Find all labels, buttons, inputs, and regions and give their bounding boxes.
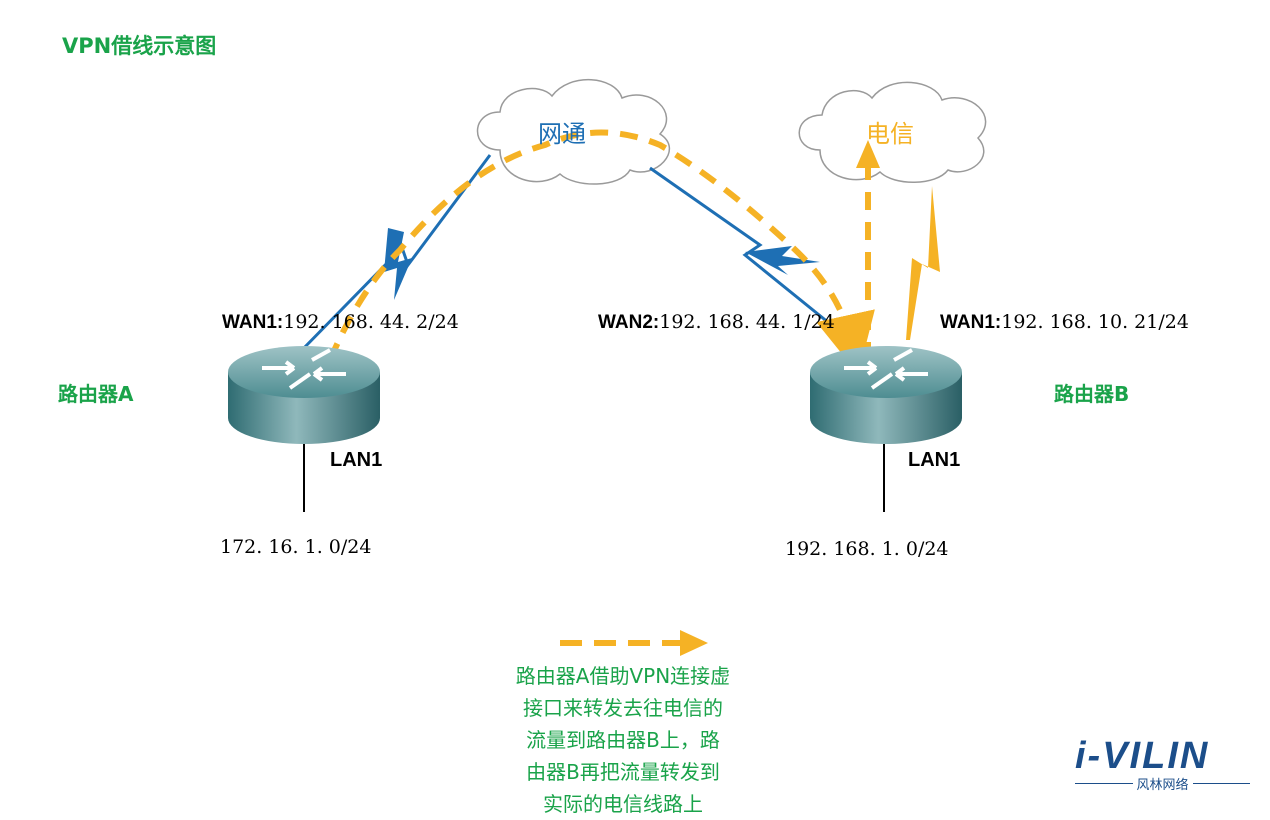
router-b-wan2-label: WAN2:	[598, 312, 660, 333]
legend-line-2: 接口来转发去往电信的	[523, 696, 723, 720]
router-a-wan1-label: WAN1:	[222, 312, 284, 333]
wangtong-cloud	[476, 79, 671, 185]
legend-line-5: 实际的电信线路上	[543, 792, 703, 816]
router-a-lan-net: 172. 16. 1. 0/24	[220, 536, 372, 558]
lightning-bolt-a-icon	[384, 228, 412, 300]
logo-sub-text: 风林网络	[1136, 778, 1189, 793]
wangtong-label: 网通	[538, 120, 586, 148]
lightning-bolt-b-icon	[745, 246, 820, 275]
logo-main-text: i-VILIN	[1075, 735, 1210, 777]
legend-line-3: 流量到路由器B上，路	[526, 728, 720, 752]
router-b-icon	[810, 346, 962, 444]
dianxin-cloud	[798, 81, 987, 183]
legend-line-1: 路由器A借助VPN连接虚	[515, 664, 731, 688]
router-b-lan-label: LAN1	[908, 449, 961, 471]
router-a-wan1-ip: 192. 168. 44. 2/24	[283, 311, 459, 333]
router-b-wan1: WAN1:192. 168. 10. 21/24	[940, 311, 1189, 334]
router-a-lan-label: LAN1	[330, 449, 383, 471]
router-b-wan2-ip: 192. 168. 44. 1/24	[659, 311, 835, 333]
logo-sub: 风林网络	[1075, 774, 1251, 793]
router-a-wan1: WAN1:192. 168. 44. 2/24	[222, 311, 459, 334]
diagram-title: VPN借线示意图	[62, 34, 217, 58]
legend-arrowhead-icon	[680, 630, 708, 656]
logo-rule-right	[1192, 783, 1251, 784]
router-a-name: 路由器A	[58, 382, 134, 406]
legend-description: 路由器A借助VPN连接虚 接口来转发去往电信的 流量到路由器B上，路 由器B再把…	[478, 660, 768, 820]
router-b-wan2: WAN2:192. 168. 44. 1/24	[598, 311, 835, 334]
router-b-wan1-ip: 192. 168. 10. 21/24	[1001, 311, 1189, 333]
router-b-name: 路由器B	[1054, 382, 1130, 406]
legend-line-4: 由器B再把流量转发到	[526, 760, 720, 784]
router-b-lan-net: 192. 168. 1. 0/24	[785, 538, 949, 560]
ivilin-logo: i-VILIN 风林网络	[1075, 735, 1251, 793]
lightning-bolt-telecom-icon	[906, 186, 940, 340]
logo-rule-left	[1075, 783, 1133, 784]
up-arrow-icon	[856, 140, 880, 168]
vpn-path	[327, 129, 875, 375]
dianxin-label: 电信	[866, 120, 914, 148]
router-b-wan1-label: WAN1:	[940, 312, 1002, 333]
router-a-icon	[228, 346, 380, 444]
wan-link-b	[649, 166, 851, 342]
